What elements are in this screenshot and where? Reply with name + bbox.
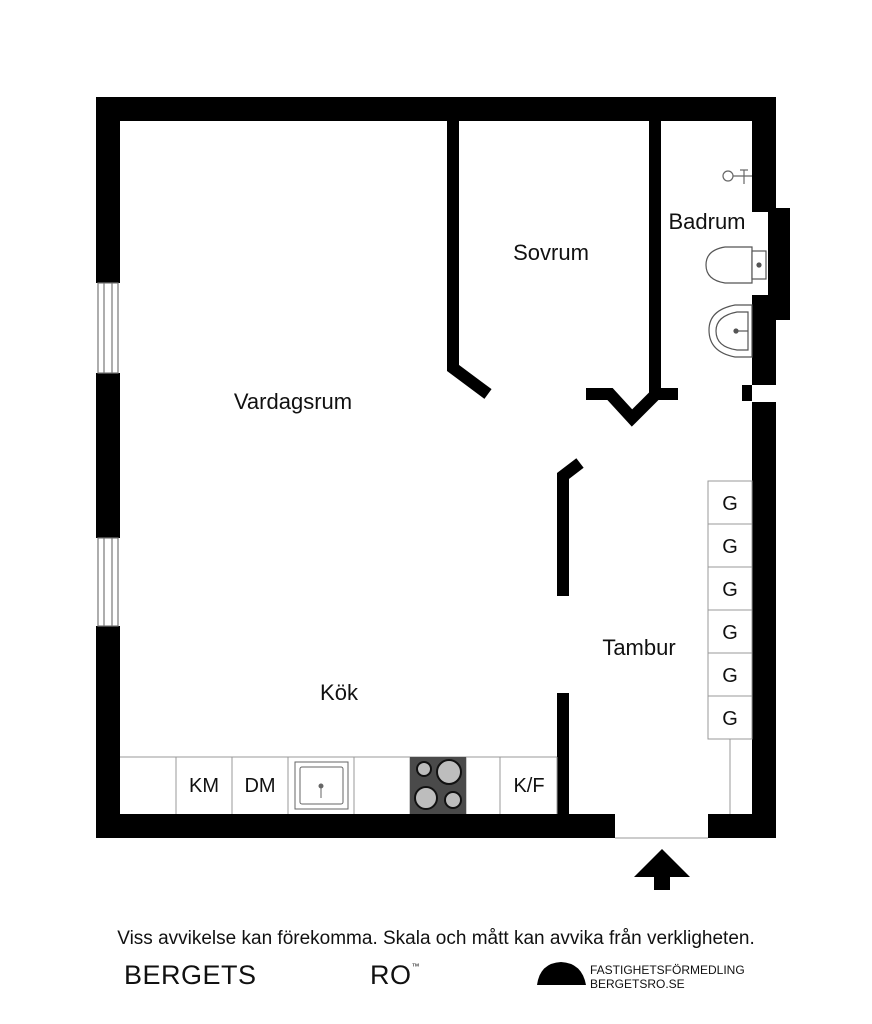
window-left-lower xyxy=(97,537,119,627)
wardrobe-labels: G G G G G G xyxy=(722,493,738,730)
agency-logo-icon xyxy=(537,962,586,985)
disclaimer: Viss avvikelse kan förekomma. Skala och … xyxy=(117,928,755,949)
wardrobe-label: G xyxy=(722,708,738,730)
kitchen-sink-icon xyxy=(294,761,349,810)
outer-walls xyxy=(96,97,790,838)
wardrobe-label: G xyxy=(722,536,738,558)
fixture-dm: DM xyxy=(244,775,275,797)
agency-line-2: BERGETSRO.SE xyxy=(590,977,685,991)
stove-icon xyxy=(410,757,466,814)
wardrobe-label: G xyxy=(722,579,738,601)
entrance-arrow-icon xyxy=(634,849,690,890)
wardrobe xyxy=(707,480,753,814)
fixture-km: KM xyxy=(189,775,219,797)
wall-left-lower xyxy=(96,626,120,838)
room-label-kok: Kök xyxy=(320,680,359,705)
wall-top xyxy=(96,97,776,121)
wardrobe-unit xyxy=(707,566,753,611)
wall-left-middle xyxy=(96,373,120,538)
toilet-icon xyxy=(705,246,767,284)
wall-right-upper xyxy=(752,97,776,212)
wall-bottom-left xyxy=(96,814,615,838)
wardrobe-label: G xyxy=(722,665,738,687)
agency-name: FASTIGHETSFÖRMEDLING BERGETSRO.SE xyxy=(590,963,745,991)
window-left-upper xyxy=(97,282,119,374)
wall-sovrum-door xyxy=(586,388,678,427)
sink-icon xyxy=(708,304,753,358)
room-label-tambur: Tambur xyxy=(602,635,675,660)
agency-line-1: FASTIGHETSFÖRMEDLING xyxy=(590,963,745,977)
wall-sovrum-left xyxy=(447,121,492,399)
room-label-sovrum: Sovrum xyxy=(513,240,589,265)
wardrobe-unit xyxy=(707,480,753,525)
wall-right-lower xyxy=(752,402,776,838)
shower-icon xyxy=(722,169,752,184)
room-label-badrum: Badrum xyxy=(668,209,745,234)
wardrobe-unit xyxy=(707,652,753,697)
fixture-kf: K/F xyxy=(513,775,544,797)
wall-right-pillar xyxy=(768,208,790,320)
wardrobe-unit xyxy=(707,695,753,740)
wardrobe-label: G xyxy=(722,493,738,515)
brand-right: RO xyxy=(370,960,412,990)
room-label-vardagsrum: Vardagsrum xyxy=(234,389,352,414)
interior-walls xyxy=(447,121,678,814)
brand-left: BERGETS xyxy=(124,960,257,990)
wall-stub-right xyxy=(742,385,752,401)
wall-tambur-upper xyxy=(557,458,584,596)
wardrobe-label: G xyxy=(722,622,738,644)
trademark: ™ xyxy=(411,962,420,971)
wardrobe-unit xyxy=(707,609,753,654)
brand-right-wrap: RO™ xyxy=(370,960,420,991)
wall-left-upper xyxy=(96,97,120,283)
